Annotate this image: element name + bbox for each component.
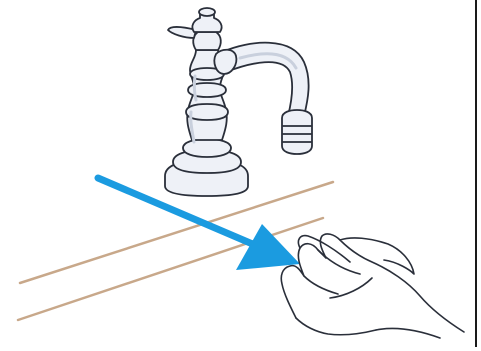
- faucet-aerator: [282, 110, 312, 154]
- faucet-illustration: [165, 8, 312, 196]
- faucet-finial-cap: [199, 8, 215, 16]
- arrow-head: [236, 224, 300, 270]
- frame-right-border: [475, 0, 477, 347]
- faucet-base-collar: [183, 139, 231, 157]
- faucet-neck: [193, 32, 221, 50]
- faucet-spout-collar: [214, 50, 236, 74]
- open-palm-hand: [281, 234, 464, 338]
- hand-wrist-line: [376, 328, 440, 338]
